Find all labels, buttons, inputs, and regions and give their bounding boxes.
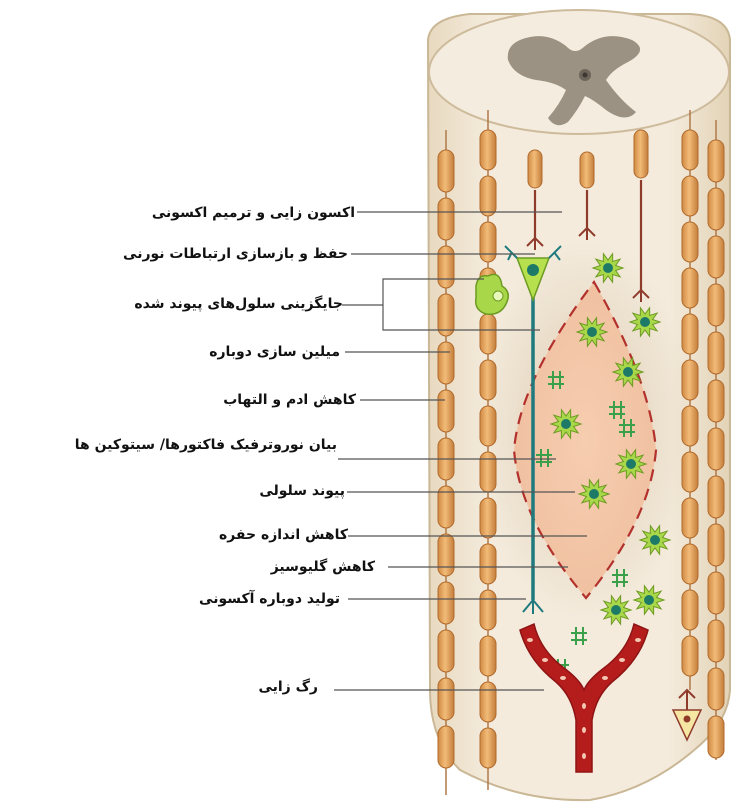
myelin-segment [480, 360, 496, 400]
myelin-segment [480, 222, 496, 262]
myelin-segment [682, 452, 698, 492]
myelin-segment [682, 222, 698, 262]
myelin-segment [708, 428, 724, 470]
label-neurotrophic-factors: بیان نوروترفیک فاکتورها/ سیتوکین ها [25, 436, 337, 454]
myelin-segment [682, 176, 698, 216]
myelin-segment [480, 406, 496, 446]
myelin-segment [682, 130, 698, 170]
myelin-segment [480, 314, 496, 354]
myelin-segment [480, 176, 496, 216]
myelin-segment [682, 406, 698, 446]
myelin-segment [708, 572, 724, 614]
myelin-segment [438, 150, 454, 192]
myelin-segment [708, 620, 724, 662]
label-reduce-cavity-size: کاهش اندازه حفره [200, 526, 348, 544]
myelin-segment [708, 716, 724, 758]
label-remyelination: میلین سازی دوباره [170, 343, 340, 361]
myelin-segment [438, 390, 454, 432]
myelin-segment [682, 268, 698, 308]
myelin-segment [438, 342, 454, 384]
label-graft-replacement: جایگزینی سلول‌های پیوند شده [55, 295, 343, 313]
myelin-segment [480, 130, 496, 170]
myelin-segment [682, 314, 698, 354]
myelin-segment [480, 452, 496, 492]
myelin-segment [480, 590, 496, 630]
label-reduce-gliosis: کاهش گلیوسیز [225, 558, 375, 576]
myelin-segment [682, 590, 698, 630]
myelin-segment [682, 360, 698, 400]
myelin-segment [708, 284, 724, 326]
myelin-segment [438, 678, 454, 720]
myelin-segment [438, 246, 454, 288]
label-cell-transplant: پیوند سلولی [233, 482, 345, 500]
myelin-segment [480, 544, 496, 584]
myelin-segment [708, 140, 724, 182]
myelin-segment [708, 332, 724, 374]
myelin-segment [438, 630, 454, 672]
myelin-segment [438, 198, 454, 240]
myelin-segment [682, 636, 698, 676]
label-axonogenesis: اکسون زایی و ترمیم اکسونی [200, 204, 355, 222]
myelin-segment [438, 726, 454, 768]
myelin-segment [708, 476, 724, 518]
myelin-segment [682, 498, 698, 538]
label-axon-regeneration: تولید دوباره آکسونی [180, 590, 340, 608]
myelin-segment [438, 582, 454, 624]
myelin-segment [708, 668, 724, 710]
myelin-segment [480, 636, 496, 676]
myelin-segment [708, 380, 724, 422]
myelin-segment [438, 534, 454, 576]
label-reduce-edema-inflammation: کاهش ادم و التهاب [158, 391, 356, 409]
myelin-segment [682, 544, 698, 584]
label-neuronal-connections: حفظ و بازسازی ارتباطات نورنی [130, 245, 348, 263]
label-angiogenesis: رگ زایی [200, 678, 318, 696]
central-canal-core [583, 73, 588, 78]
myelin-segment [708, 524, 724, 566]
myelin-segment [708, 188, 724, 230]
myelin-segment [480, 498, 496, 538]
myelin-segment [708, 236, 724, 278]
myelin-segment [480, 728, 496, 768]
myelin-segment [480, 682, 496, 722]
